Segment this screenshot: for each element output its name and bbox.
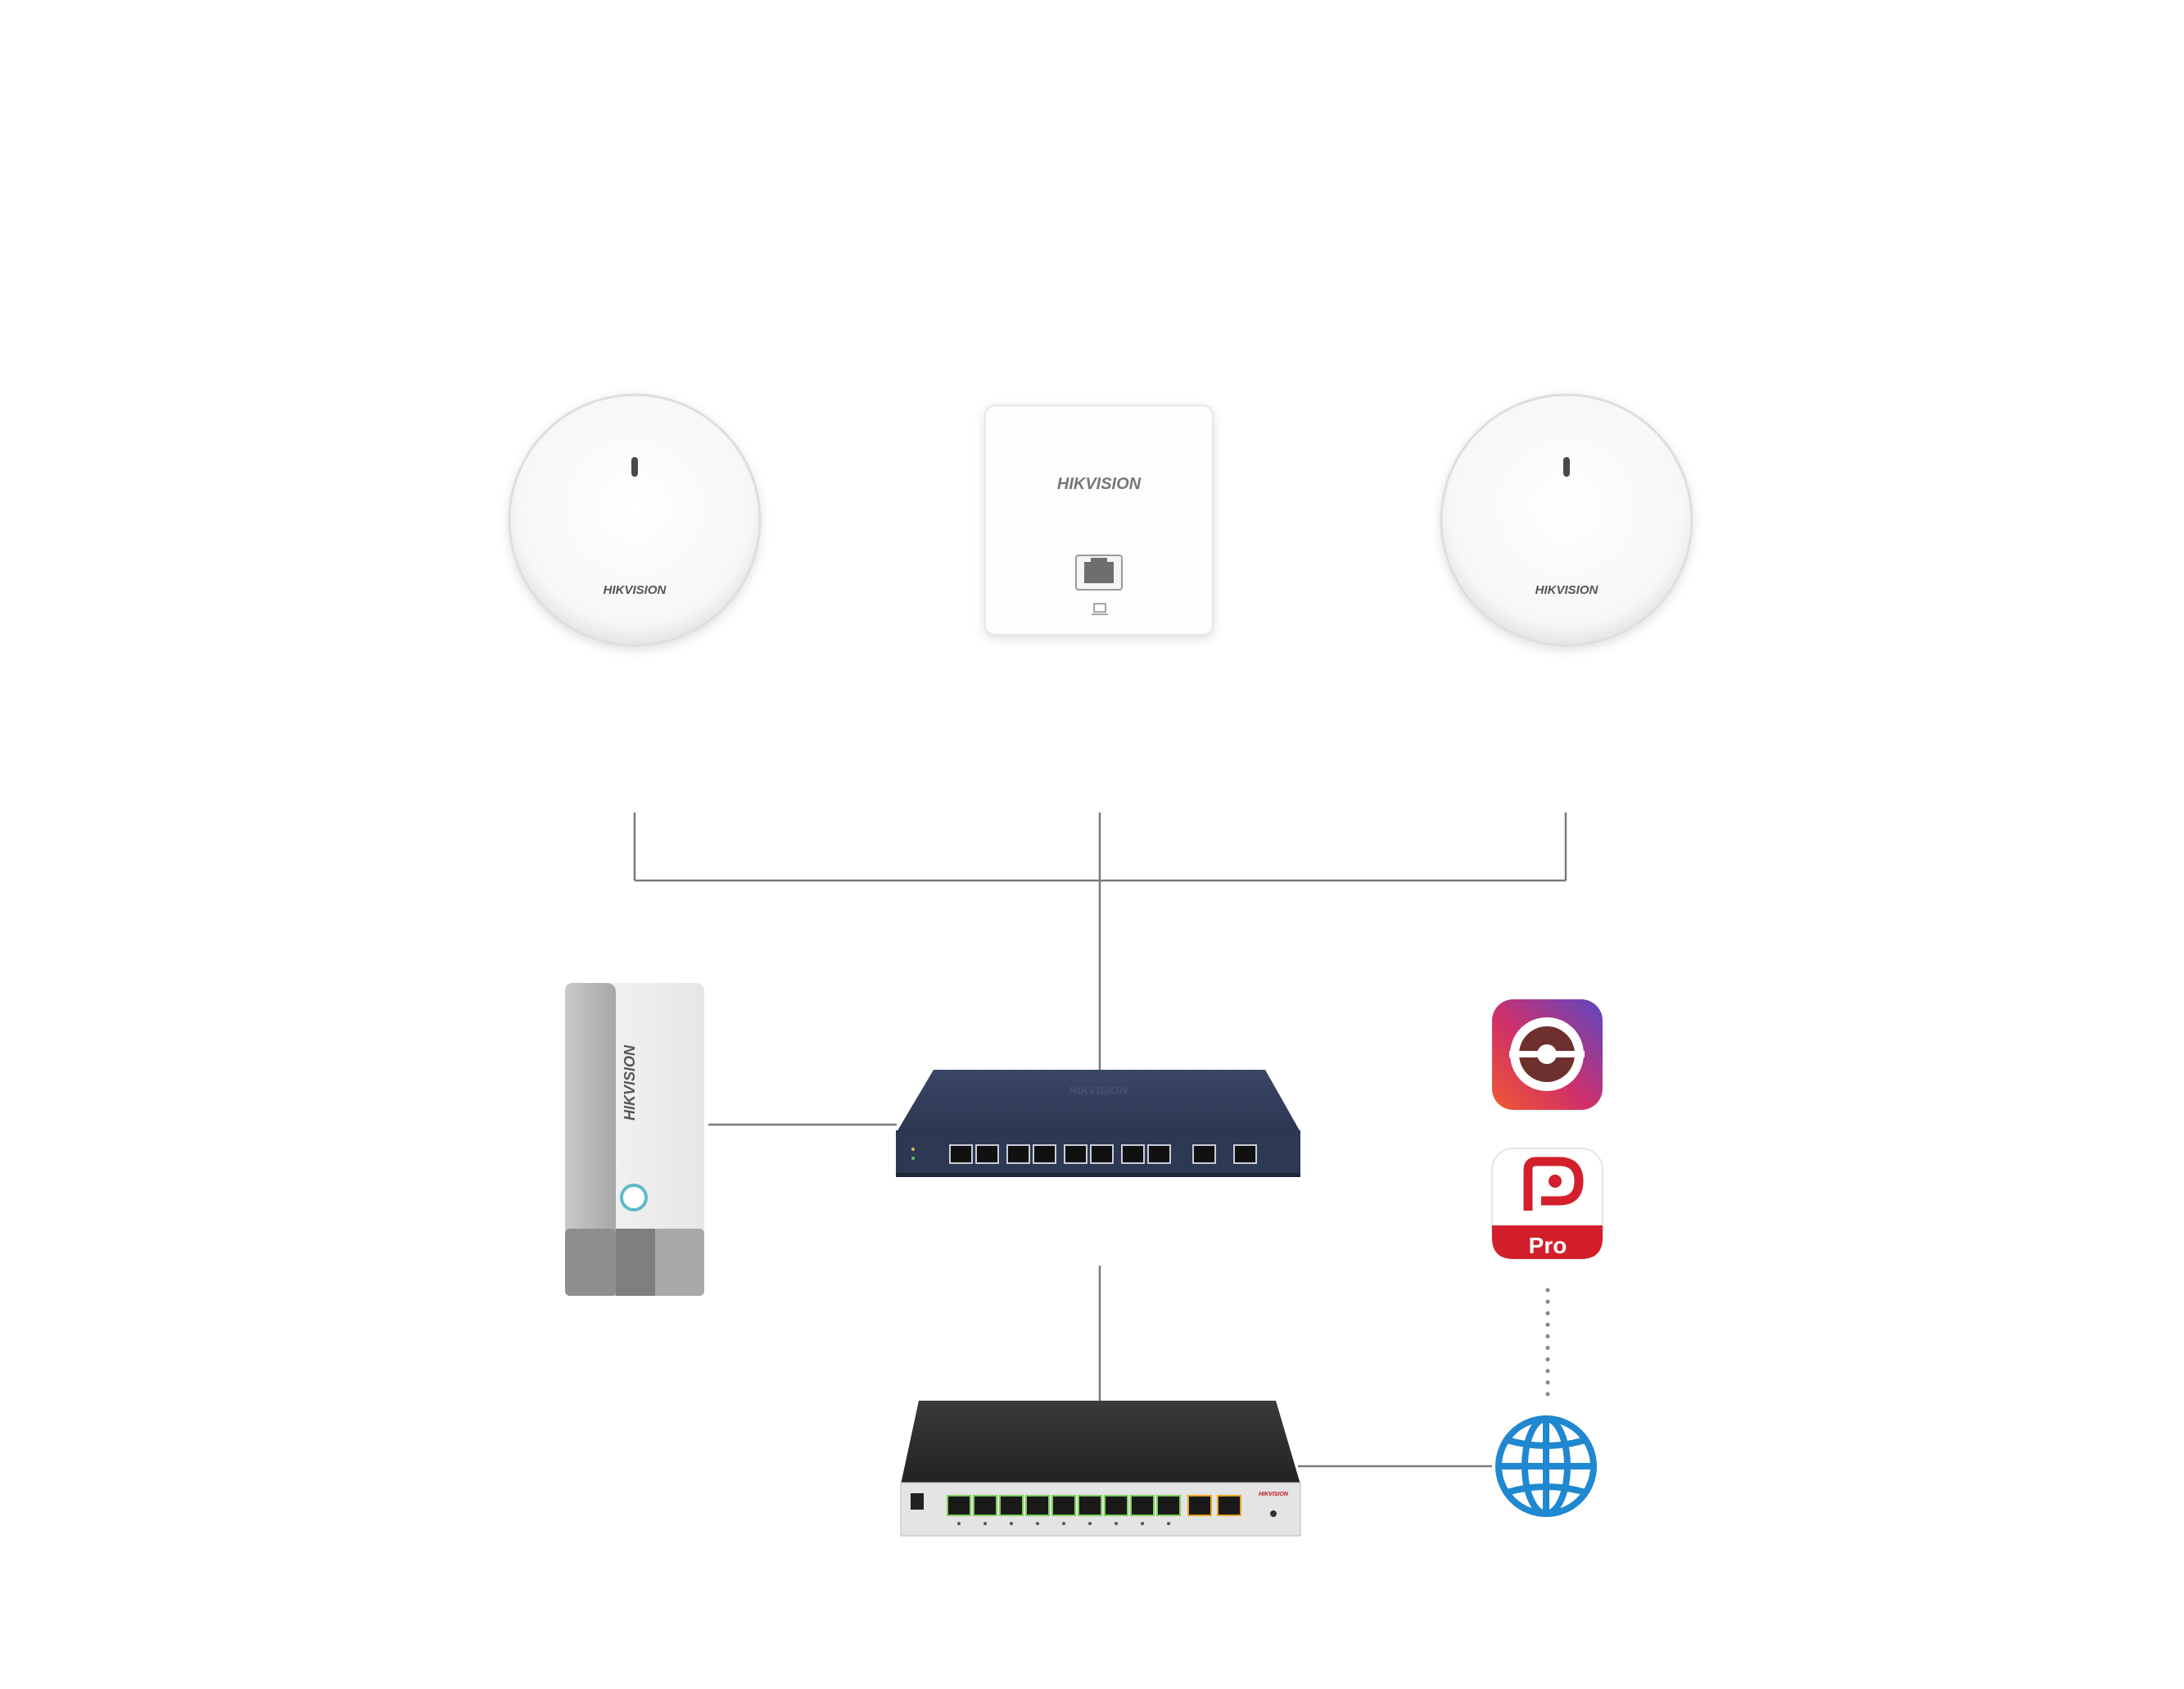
router-port-leds [957,1522,1170,1525]
wireless-controller: HIKVISION [565,983,704,1296]
globe-icon [1495,1415,1597,1517]
wall-ap-brand: HIKVISION [1057,475,1142,493]
controller-status-ring [620,1184,648,1211]
switch-brand: HIKVISION [1069,1084,1128,1097]
ap-left-brand: HIKVISION [604,583,667,597]
poe-switch: HIKVISION [896,1070,1300,1177]
switch-poe-ports [949,1144,1171,1164]
router-wan-ports [1187,1495,1241,1516]
router-brand: HIKVISION [1259,1492,1289,1497]
hik-connect-app-icon [1492,999,1603,1110]
connection-lines [633,813,1567,1468]
ethernet-port-icon [1075,555,1123,591]
wall-ap: HIKVISION [984,405,1214,636]
status-led [631,457,638,477]
router-reset-button [1270,1510,1277,1517]
ap-right-brand: HIKVISION [1535,583,1599,597]
ceiling-ap-left: HIKVISION [508,393,762,647]
ceiling-ap-right: HIKVISION [1440,393,1693,647]
switch-status-leds [911,1148,915,1160]
router-lan-ports [947,1495,1181,1516]
switch-uplink-ports [1192,1144,1257,1164]
computer-icon [1092,603,1108,615]
status-led [1563,457,1570,477]
controller-brand: HIKVISION [622,1044,638,1121]
hik-partner-pro-app-icon: Pro [1491,1148,1603,1260]
hik-partner-pro-badge: Pro [1529,1233,1567,1258]
router: HIKVISION [900,1401,1301,1537]
